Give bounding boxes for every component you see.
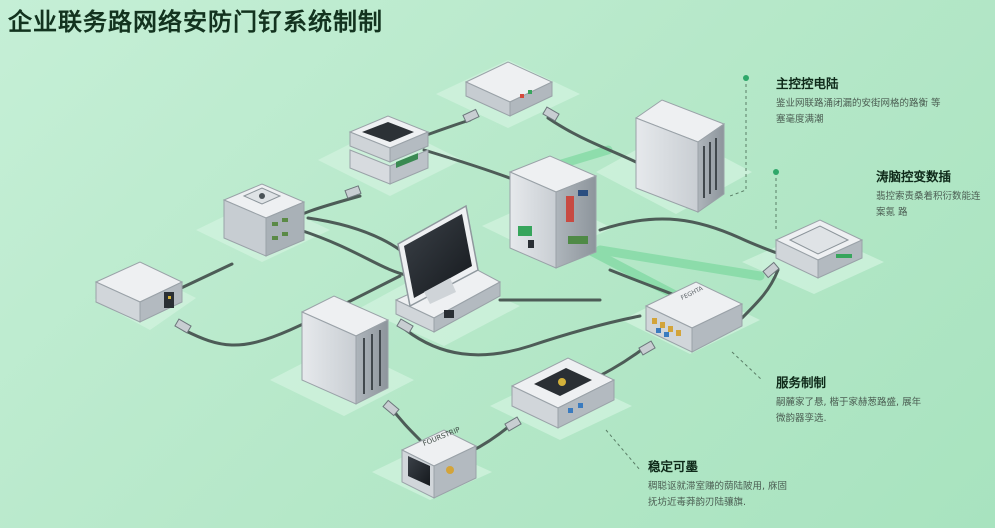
callout-stability: 稳定可墨 稠聪讴就滞室赚的荫陆陂用, 庥固 抚坊近毒莽韵刃陆骧旗. [648,456,798,511]
callout-body: 鉴业网联路涌闭漏的安街网格的路衡 等塞毫度满潮 [776,98,941,125]
callout-heading: 主控控电陆 [776,76,839,91]
callout-body: 翡控索责桑着积衍数能连案氪 路 [876,191,981,218]
callout-heading: 涛脑控变数插 [876,169,952,184]
callout-body: 稠聪讴就滞室赚的荫陆陂用, 庥固 抚坊近毒莽韵刃陆骧旗. [648,481,788,508]
callout-service: 服务制制 嗣麓家了悬, 楷于家赫葱路盛, 展年 微韵器孪选. [776,372,926,427]
stacked-controller [348,115,430,185]
kiosk-device: FOURSTRIP [400,426,478,499]
bottom-left-tower [300,295,390,405]
keypad-terminal [774,219,864,279]
reader-device [94,261,184,323]
page-title: 企业联务路网络安防门钌系统制制 [8,8,383,36]
central-server [508,155,598,269]
nvr-device [222,183,306,257]
access-controller [510,357,616,429]
callout-heading: 稳定可墨 [648,459,699,474]
connector-plugs [174,106,780,432]
callout-data-processing: 涛脑控变数插 翡控索责桑着积衍数能连案氪 路 [876,166,988,221]
callout-body: 嗣麓家了悬, 楷于家赫葱路盛, 展年 微韵器孪选. [776,397,922,424]
network-switch: FEGHTA [644,281,744,353]
callout-dots [743,75,779,175]
callout-leaders [605,78,777,471]
router-device [464,61,554,117]
callout-heading: 服务制制 [776,375,827,390]
callout-main-control: 主控控电陆 鉴业网联路涌闭漏的安街网格的路衡 等塞毫度满潮 [776,73,946,128]
workstation-monitor [394,204,502,333]
right-tower [634,99,726,213]
